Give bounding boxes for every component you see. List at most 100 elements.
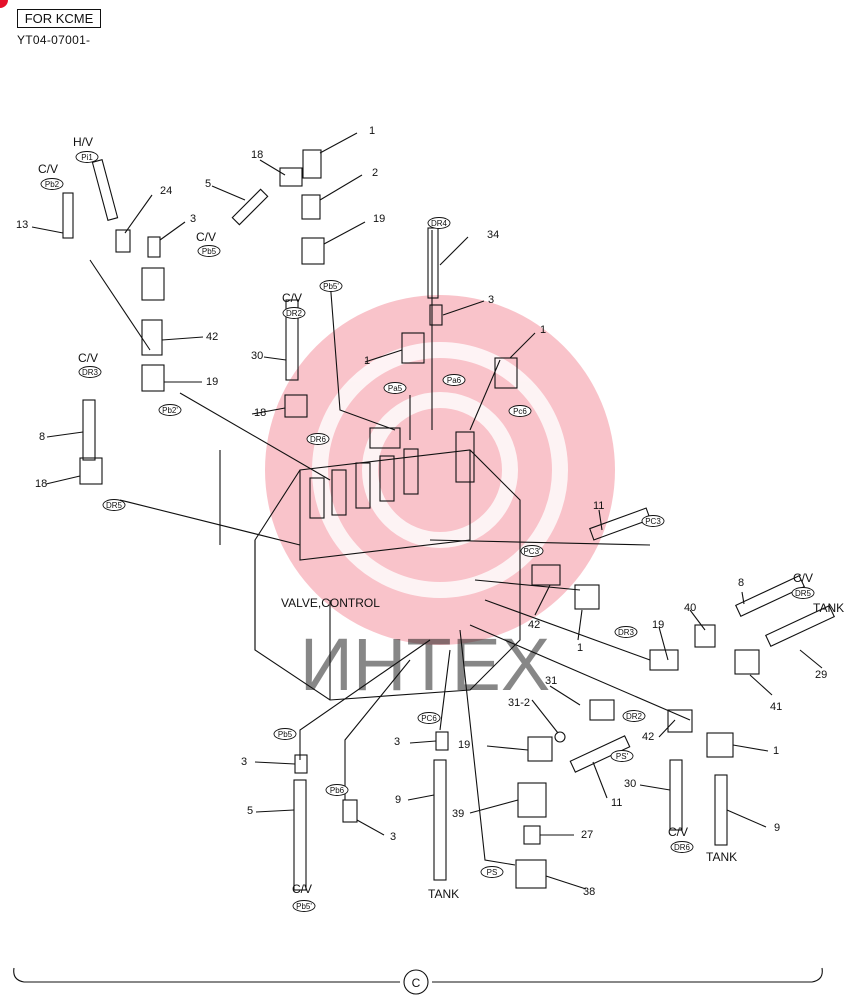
callout-number: 3 xyxy=(390,831,396,843)
port-tag-label: DR4 xyxy=(431,219,448,228)
port-tag-label: Pb5' xyxy=(323,282,339,291)
port-tag-label: PS xyxy=(487,868,498,877)
port-tag: DR5 xyxy=(102,499,126,511)
callout-number: 8 xyxy=(39,431,45,443)
port-tag-label: PS' xyxy=(616,752,629,761)
callout-number: 18 xyxy=(251,149,263,161)
cv-label: C/V xyxy=(196,230,216,244)
port-tag-label: Pc6 xyxy=(513,407,527,416)
callout-number: 42 xyxy=(206,331,218,343)
callout-number: 8 xyxy=(738,577,744,589)
tank-label: TANK xyxy=(428,887,459,901)
port-tag-label: DR3 xyxy=(618,628,635,637)
callout-number: 2 xyxy=(372,167,378,179)
callout-number: 31-2 xyxy=(508,697,530,709)
tank-label: TANK xyxy=(813,601,844,615)
port-tag: PC3' xyxy=(520,545,544,557)
port-tag-label: Pb5 xyxy=(202,247,217,256)
callout-number: 41 xyxy=(770,701,782,713)
port-tag-label: Pa6 xyxy=(447,376,462,385)
callout-number: 1 xyxy=(773,745,779,757)
callout-number: 42 xyxy=(528,619,540,631)
port-tag: PC3 xyxy=(641,515,665,527)
cv-label: C/V xyxy=(668,825,688,839)
port-tag: DR3 xyxy=(78,366,102,378)
port-tag-label: Pb5' xyxy=(296,902,312,911)
port-tag-label: DR5 xyxy=(795,589,812,598)
port-tag: DR2 xyxy=(282,307,306,319)
port-tag: PC6 xyxy=(417,712,441,724)
port-tag-label: PC3' xyxy=(523,547,541,556)
port-tag-label: Pi1 xyxy=(81,153,93,162)
port-tag: Pa5 xyxy=(383,382,407,394)
serial-range: YT04-07001- xyxy=(17,33,91,47)
callout-number: 30 xyxy=(251,350,263,362)
callout-number: 1 xyxy=(364,355,370,367)
port-tag-label: Pb2 xyxy=(45,180,60,189)
port-tag: DR3 xyxy=(614,626,638,638)
port-tag: PS xyxy=(480,866,504,878)
port-tag: Pb5' xyxy=(292,900,316,912)
callout-number: 18 xyxy=(35,478,47,490)
hv-label: H/V xyxy=(73,135,93,149)
port-tag: DR6 xyxy=(306,433,330,445)
port-tag-label: DR3 xyxy=(82,368,99,377)
port-tag: Pb5' xyxy=(319,280,343,292)
tank-label: TANK xyxy=(706,850,737,864)
port-tag: Pb2 xyxy=(40,178,64,190)
callout-number: 5 xyxy=(247,805,253,817)
corner-badge xyxy=(0,0,8,8)
callout-number: 11 xyxy=(611,797,622,809)
valve-control-label: VALVE,CONTROL xyxy=(281,596,380,610)
port-tag: PS' xyxy=(610,750,634,762)
port-tag: DR4 xyxy=(427,217,451,229)
callout-number: 29 xyxy=(815,669,827,681)
callout-number: 19 xyxy=(652,619,664,631)
port-tag: Pb5 xyxy=(197,245,221,257)
callout-number: 39 xyxy=(452,808,464,820)
callout-number: 3 xyxy=(488,294,494,306)
cv-label: C/V xyxy=(78,351,98,365)
cv-label: C/V xyxy=(793,571,813,585)
callout-number: 27 xyxy=(581,829,593,841)
callout-number: 11 xyxy=(593,500,604,512)
callout-number: 5 xyxy=(205,178,211,190)
port-tag-label: PC3 xyxy=(645,517,661,526)
callout-number: 31 xyxy=(545,675,557,687)
kit-label-box: FOR KCME xyxy=(17,9,101,28)
cv-label: C/V xyxy=(292,882,312,896)
port-tag: Pb2' xyxy=(158,404,182,416)
cv-label: C/V xyxy=(38,162,58,176)
callout-number: 19 xyxy=(206,376,218,388)
callout-number: 18 xyxy=(254,407,266,419)
callout-number: 19 xyxy=(458,739,470,751)
callout-number: 13 xyxy=(16,219,28,231)
callout-number: 40 xyxy=(684,602,696,614)
port-tag-label: DR6 xyxy=(674,843,691,852)
callout-number: 9 xyxy=(774,822,780,834)
port-tag-label: Pb2' xyxy=(162,406,178,415)
port-tag-label: Pb5 xyxy=(278,730,293,739)
port-tag-label: DR2 xyxy=(286,309,303,318)
port-tag: DR6 xyxy=(670,841,694,853)
port-tag-label: Pa5 xyxy=(388,384,403,393)
callout-number: 34 xyxy=(487,229,499,241)
callout-number: 19 xyxy=(373,213,385,225)
callout-number: 1 xyxy=(540,324,546,336)
callout-number: 24 xyxy=(160,185,172,197)
callout-number: 1 xyxy=(577,642,583,654)
port-tag: DR5 xyxy=(791,587,815,599)
callout-number: 3 xyxy=(241,756,247,768)
port-tag: Pb6 xyxy=(325,784,349,796)
watermark-text: ИНТЕХ xyxy=(300,623,551,706)
port-tag: Pa6 xyxy=(442,374,466,386)
callout-number: 30 xyxy=(624,778,636,790)
callout-number: 3 xyxy=(394,736,400,748)
port-tag-label: PC6 xyxy=(421,714,437,723)
cv-label: C/V xyxy=(282,291,302,305)
callout-number: 1 xyxy=(369,125,375,137)
port-tag-label: DR2 xyxy=(626,712,643,721)
port-tag: Pi1 xyxy=(75,151,99,163)
port-tag: DR2 xyxy=(622,710,646,722)
